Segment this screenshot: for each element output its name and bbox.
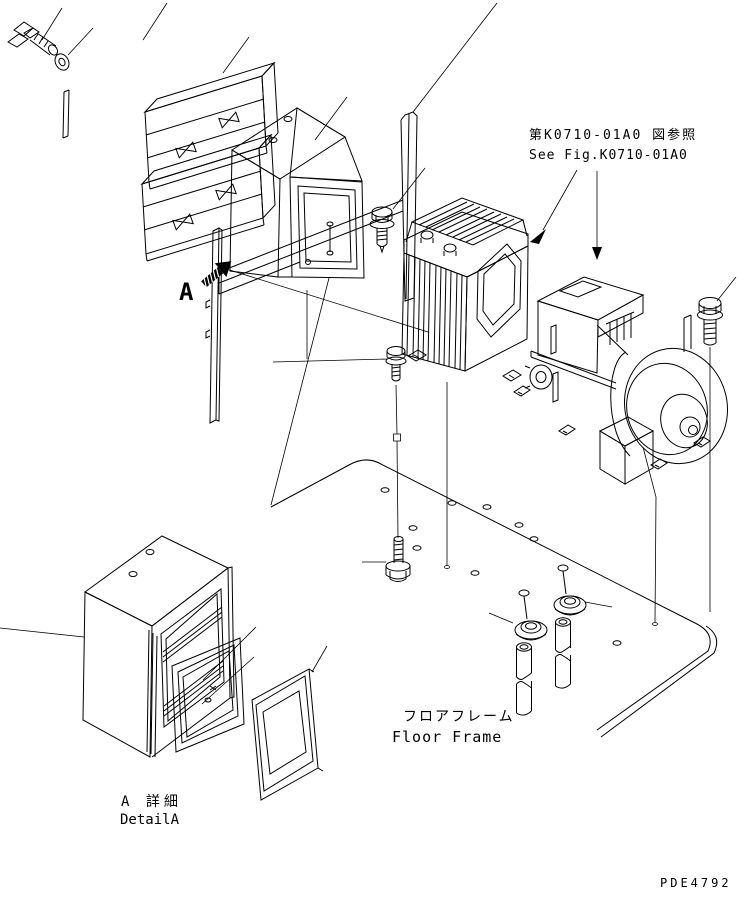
mounting-bar-left bbox=[206, 228, 222, 423]
reference-note-en: See Fig.K0710-01A0 bbox=[529, 148, 688, 163]
wing-bolt bbox=[8, 22, 59, 57]
flange-bolt-blower bbox=[698, 298, 723, 346]
washer bbox=[52, 51, 71, 72]
mounting-rail bbox=[219, 200, 403, 294]
air-duct-box bbox=[230, 108, 364, 278]
grommet-left bbox=[515, 590, 547, 640]
filter-element-upper bbox=[145, 63, 278, 189]
flange-bolt-duct bbox=[370, 207, 394, 252]
floor-frame bbox=[271, 460, 717, 737]
drawing-code: PDE4792 bbox=[660, 876, 732, 890]
grommet-right bbox=[554, 565, 586, 615]
blower-outlet-duct bbox=[600, 417, 653, 484]
filter-element-lower bbox=[142, 135, 275, 261]
mounting-strip bbox=[63, 90, 69, 138]
floor-frame-label-jp: フロアフレーム bbox=[403, 709, 515, 725]
detail-a-label-jp: A 詳細 bbox=[121, 794, 182, 810]
blower-assembly bbox=[514, 277, 738, 475]
flange-bolt-heater bbox=[386, 347, 406, 382]
mounting-bar-right bbox=[401, 112, 417, 301]
view-a-arrow bbox=[201, 261, 232, 291]
heater-unit bbox=[402, 198, 528, 381]
spacer-tube-left bbox=[517, 643, 532, 715]
spacer-tube-right bbox=[556, 618, 571, 688]
gasket-frame bbox=[252, 669, 323, 800]
floor-bolt bbox=[386, 537, 410, 582]
detail-a-housing bbox=[83, 536, 244, 757]
view-arrow-label: A bbox=[179, 278, 194, 306]
reference-arrow-2 bbox=[592, 247, 602, 260]
leader-lines bbox=[0, 3, 736, 704]
detail-a-label-en: DetailA bbox=[120, 812, 180, 828]
floor-frame-label-en: Floor Frame bbox=[392, 728, 503, 746]
reference-note-jp: 第K0710-01A0 図参照 bbox=[529, 128, 698, 143]
reference-arrow-1 bbox=[530, 229, 546, 244]
